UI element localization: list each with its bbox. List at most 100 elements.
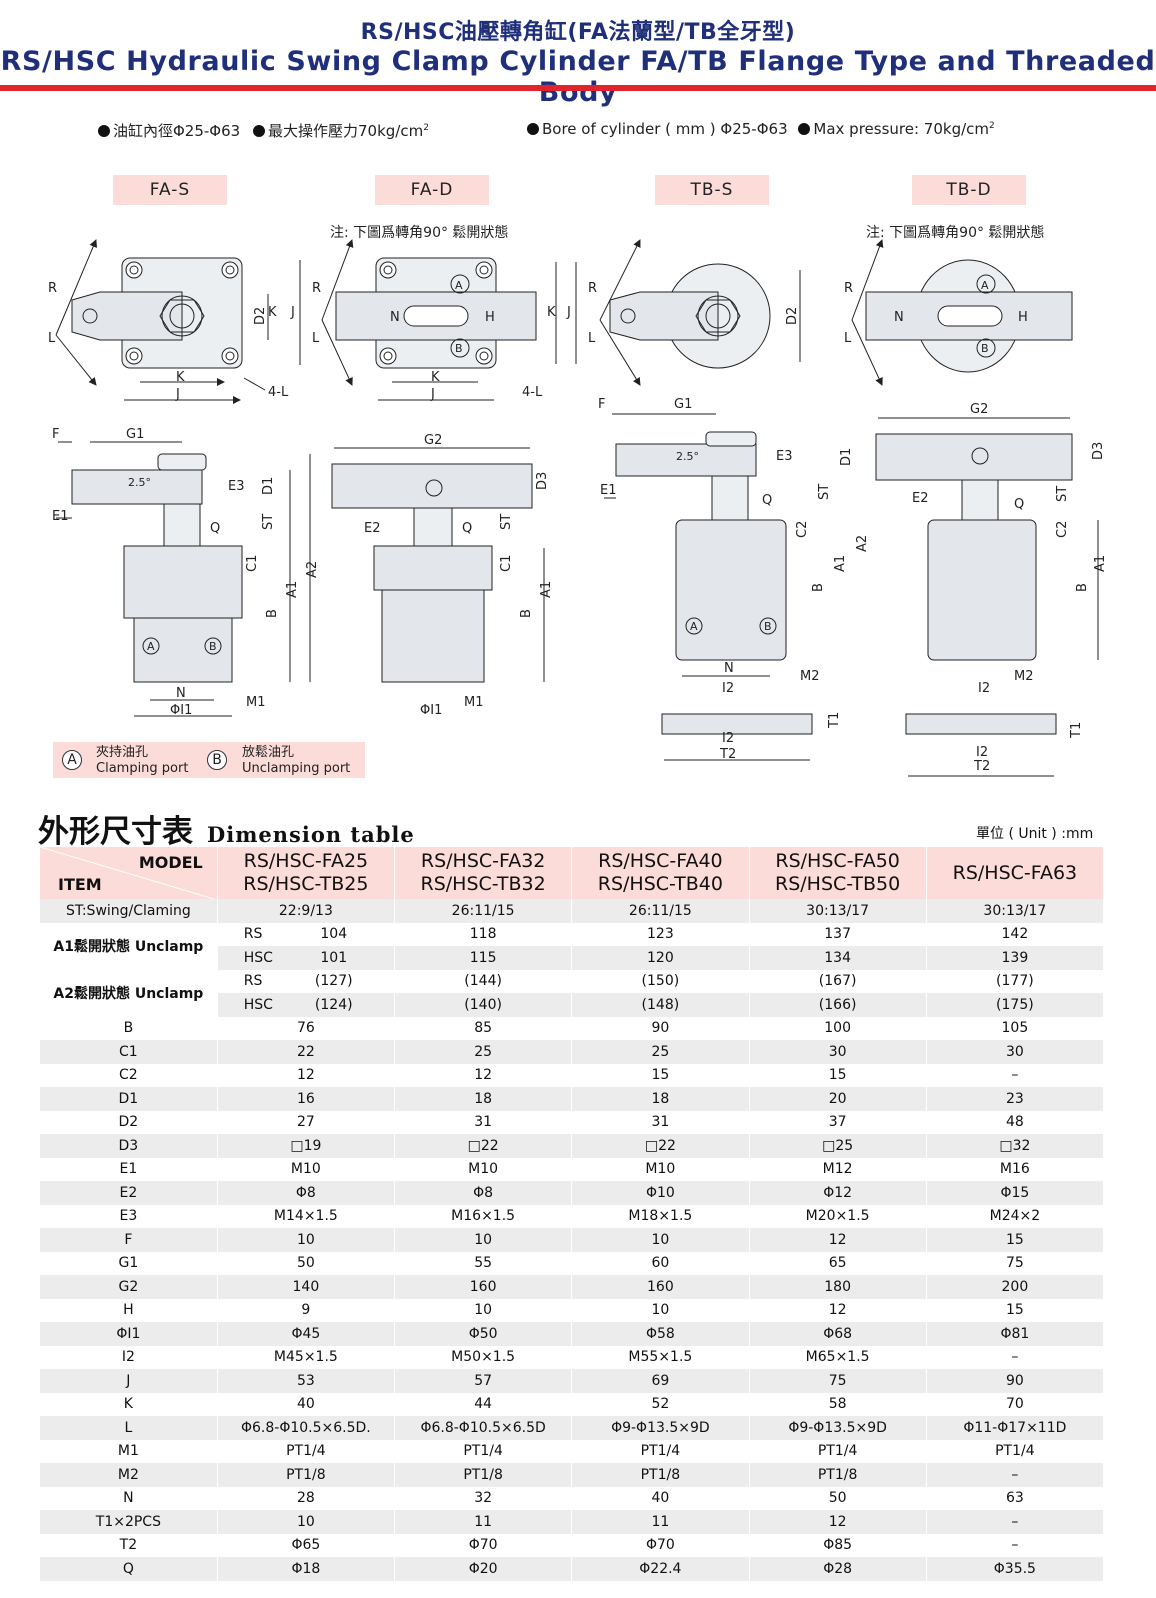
table-cell: 48 bbox=[926, 1110, 1105, 1134]
tb-s-top-view bbox=[599, 239, 801, 386]
tb-s-side-view bbox=[604, 413, 813, 761]
bullet-icon bbox=[798, 123, 811, 135]
table-row: HSC(124)(140)(148)(166)(175) bbox=[40, 993, 1105, 1017]
table-cell: 69 bbox=[571, 1369, 750, 1393]
svg-text:B: B bbox=[764, 620, 772, 633]
table-cell: 75 bbox=[926, 1251, 1105, 1275]
svg-text:ST: ST bbox=[817, 484, 832, 500]
table-cell: M12 bbox=[749, 1157, 927, 1181]
svg-text:J: J bbox=[175, 387, 180, 402]
table-cell: – bbox=[926, 1345, 1105, 1369]
dim-title-zh: 外形尺寸表 bbox=[38, 814, 193, 850]
table-cell: 31 bbox=[394, 1110, 573, 1134]
svg-text:D1: D1 bbox=[839, 448, 854, 466]
svg-text:C1: C1 bbox=[245, 555, 260, 572]
table-cell: 15 bbox=[926, 1298, 1105, 1322]
table-cell: □19 bbox=[217, 1134, 396, 1158]
table-cell: 30 bbox=[749, 1040, 927, 1064]
svg-text:L: L bbox=[844, 331, 852, 346]
legend-b-zh: 放鬆油孔 bbox=[242, 745, 295, 760]
value: (127) bbox=[314, 973, 353, 990]
svg-text:L: L bbox=[588, 331, 596, 346]
table-cell: 31 bbox=[571, 1110, 750, 1134]
table-cell: – bbox=[926, 1463, 1105, 1487]
svg-text:2.5°: 2.5° bbox=[128, 476, 151, 489]
table-cell: 63 bbox=[926, 1486, 1105, 1510]
svg-text:G2: G2 bbox=[424, 433, 442, 448]
table-cell: M14×1.5 bbox=[217, 1204, 396, 1228]
table-cell: M55×1.5 bbox=[571, 1345, 750, 1369]
sub-label: HSC bbox=[243, 949, 273, 966]
table-cell: Φ18 bbox=[217, 1557, 396, 1581]
table-cell: □22 bbox=[394, 1134, 573, 1158]
svg-text:Q: Q bbox=[1014, 497, 1024, 512]
note-tb-d: 注: 下圖爲轉角90° 鬆開狀態 bbox=[866, 225, 1045, 241]
type-fa-d: FA-D bbox=[375, 175, 489, 205]
table-cell: E1 bbox=[40, 1157, 218, 1181]
svg-text:E1: E1 bbox=[600, 483, 617, 498]
table-cell: M20×1.5 bbox=[749, 1204, 927, 1228]
table-cell: H bbox=[40, 1298, 218, 1322]
svg-text:M2: M2 bbox=[800, 669, 820, 684]
table-cell: 18 bbox=[394, 1087, 573, 1111]
bullet-icon bbox=[527, 123, 539, 135]
svg-text:D1: D1 bbox=[261, 477, 276, 495]
svg-text:T2: T2 bbox=[719, 747, 736, 762]
table-cell: 120 bbox=[571, 946, 750, 970]
svg-text:2.5°: 2.5° bbox=[676, 450, 699, 463]
svg-text:ST: ST bbox=[499, 514, 514, 530]
type-tb-d: TB-D bbox=[912, 175, 1026, 205]
table-cell: Φ11-Φ17×11D bbox=[926, 1416, 1105, 1440]
table-cell: PT1/4 bbox=[926, 1439, 1105, 1463]
legend-a-zh: 夾持油孔 bbox=[96, 745, 149, 760]
fa-d-top-view bbox=[321, 239, 577, 401]
table-cell: M45×1.5 bbox=[217, 1345, 396, 1369]
table-cell: 18 bbox=[571, 1087, 750, 1111]
svg-text:E1: E1 bbox=[52, 509, 69, 524]
tb-d-side-view bbox=[875, 417, 1099, 777]
table-cell: ST:Swing/Claming bbox=[40, 899, 218, 923]
table-cell: (148) bbox=[571, 993, 750, 1017]
svg-text:A: A bbox=[147, 640, 155, 653]
table-cell: PT1/4 bbox=[571, 1439, 750, 1463]
table-cell: M1 bbox=[40, 1439, 218, 1463]
svg-text:R: R bbox=[588, 281, 597, 296]
svg-text:4-L: 4-L bbox=[522, 385, 543, 400]
legend-b-en: Unclamping port bbox=[242, 761, 351, 776]
table-cell: Φ65 bbox=[217, 1533, 396, 1557]
svg-text:H: H bbox=[1018, 310, 1028, 325]
table-cell: 12 bbox=[749, 1228, 927, 1252]
table-cell: 22 bbox=[217, 1040, 396, 1064]
table-cell: 30 bbox=[926, 1040, 1105, 1064]
svg-text:C2: C2 bbox=[1055, 521, 1070, 538]
svg-text:D2: D2 bbox=[785, 307, 800, 325]
svg-text:H: H bbox=[485, 310, 495, 325]
table-cell: 65 bbox=[749, 1251, 927, 1275]
table-cell: E2 bbox=[40, 1181, 218, 1205]
svg-text:Q: Q bbox=[762, 493, 772, 508]
table-cell: Φ28 bbox=[749, 1557, 927, 1581]
table-cell: 11 bbox=[571, 1510, 750, 1534]
table-cell: Φ10 bbox=[571, 1181, 750, 1205]
table-cell: M65×1.5 bbox=[749, 1345, 927, 1369]
svg-text:T1: T1 bbox=[1069, 722, 1084, 739]
fa-s-top-view bbox=[55, 239, 301, 404]
svg-text:G2: G2 bbox=[970, 402, 988, 417]
table-cell: 90 bbox=[571, 1016, 750, 1040]
superscript: 2 bbox=[989, 121, 995, 131]
